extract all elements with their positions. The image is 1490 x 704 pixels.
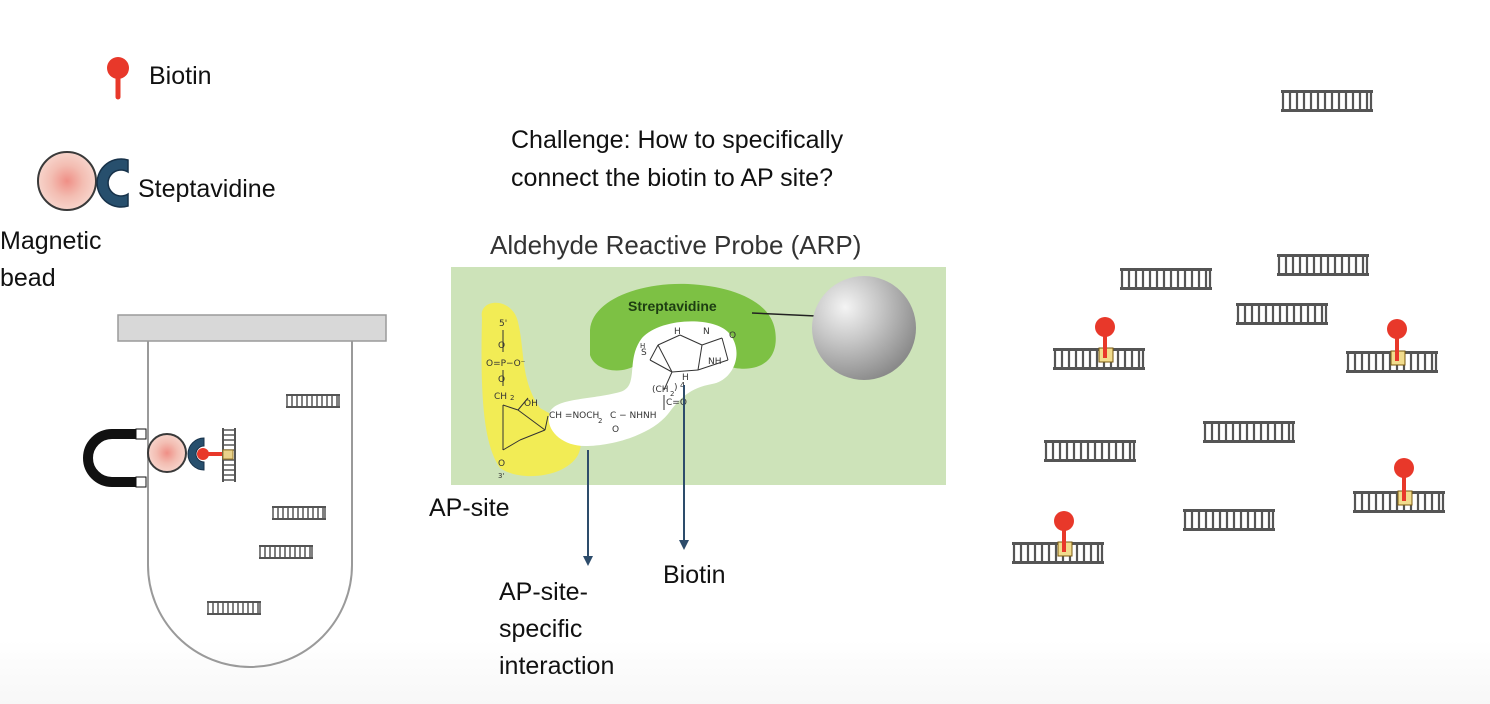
dna-fragment-icon	[1279, 88, 1375, 114]
legend-bead-label-line2: bead	[0, 264, 56, 292]
arp-streptavidin-label: Streptavidine	[628, 298, 717, 314]
biotin-arrow	[679, 385, 689, 550]
biotinylated-dna-icon	[1051, 317, 1147, 372]
svg-text:H: H	[674, 327, 681, 337]
challenge-line1: Challenge: How to specifically	[511, 126, 844, 154]
arp-mechanism-panel: 5' O O=P−O⁻ O CH 2 OH O 3' CH =NOCH 2 C …	[451, 267, 946, 485]
streptavidin-cup-icon	[96, 158, 129, 208]
interaction-arrow	[583, 450, 593, 566]
svg-text:N: N	[703, 327, 710, 337]
svg-text:CH: CH	[494, 392, 507, 402]
svg-text:O=P−O⁻: O=P−O⁻	[486, 359, 526, 369]
vertical-dna-icon	[222, 428, 236, 482]
interaction-label-line2: specific	[499, 615, 583, 643]
svg-text:5': 5'	[499, 319, 507, 329]
svg-text:4: 4	[680, 381, 685, 390]
svg-text:H: H	[682, 373, 689, 383]
biotinylated-dna-icon	[1344, 319, 1440, 375]
svg-text:H: H	[640, 342, 645, 350]
svg-text:3': 3'	[498, 472, 504, 480]
dna-fragment-icon	[1181, 507, 1277, 533]
svg-text:(CH: (CH	[652, 385, 669, 395]
svg-text:O: O	[498, 341, 505, 351]
dna-fragment-icon	[1118, 266, 1214, 292]
dna-fragment-icon	[1201, 419, 1297, 445]
challenge-line2: connect the biotin to AP site?	[511, 164, 833, 192]
magnetic-bead-icon	[37, 151, 97, 211]
svg-text:O: O	[498, 459, 505, 469]
svg-text:C=O: C=O	[666, 398, 687, 408]
arp-panel-title: Aldehyde Reactive Probe (ARP)	[490, 230, 862, 260]
arp-biotin-label: Biotin	[663, 561, 726, 589]
test-tube-icon	[117, 314, 387, 668]
biotinylated-dna-icon	[1010, 511, 1106, 566]
magnet-icon	[83, 428, 147, 488]
biotin-pin-icon	[107, 57, 129, 100]
svg-text:C − NHNH: C − NHNH	[610, 411, 657, 421]
svg-text:2: 2	[598, 417, 602, 425]
svg-text:NH: NH	[708, 357, 722, 367]
svg-text:OH: OH	[524, 399, 538, 409]
svg-text:CH =NOCH: CH =NOCH	[549, 411, 599, 421]
dna-fragment-icon	[206, 600, 262, 616]
legend-bead-label-line1: Magnetic	[0, 227, 102, 255]
captured-bead-icon	[147, 428, 236, 482]
biotinylated-dna-icon	[1351, 458, 1447, 515]
ap-site-label: AP-site	[429, 494, 510, 522]
svg-text:): )	[674, 383, 678, 393]
svg-text:O: O	[729, 331, 736, 341]
steel-bead-icon	[812, 276, 916, 380]
svg-text:2: 2	[670, 390, 674, 398]
legend-streptavidin-label: Steptavidine	[138, 175, 276, 203]
interaction-label-line1: AP-site-	[499, 578, 588, 606]
dna-fragment-icon	[285, 393, 341, 409]
dna-fragment-icon	[271, 505, 327, 521]
svg-text:2: 2	[510, 394, 514, 402]
svg-text:O: O	[612, 425, 619, 435]
interaction-label-line3: interaction	[499, 652, 615, 680]
svg-text:O: O	[498, 375, 505, 385]
dna-fragment-icon	[258, 544, 314, 560]
dna-fragment-icon	[1234, 301, 1330, 327]
legend-biotin-label: Biotin	[149, 62, 212, 90]
svg-text:S: S	[641, 348, 647, 358]
dna-fragment-icon	[1042, 438, 1138, 464]
dna-fragment-icon	[1275, 252, 1371, 278]
